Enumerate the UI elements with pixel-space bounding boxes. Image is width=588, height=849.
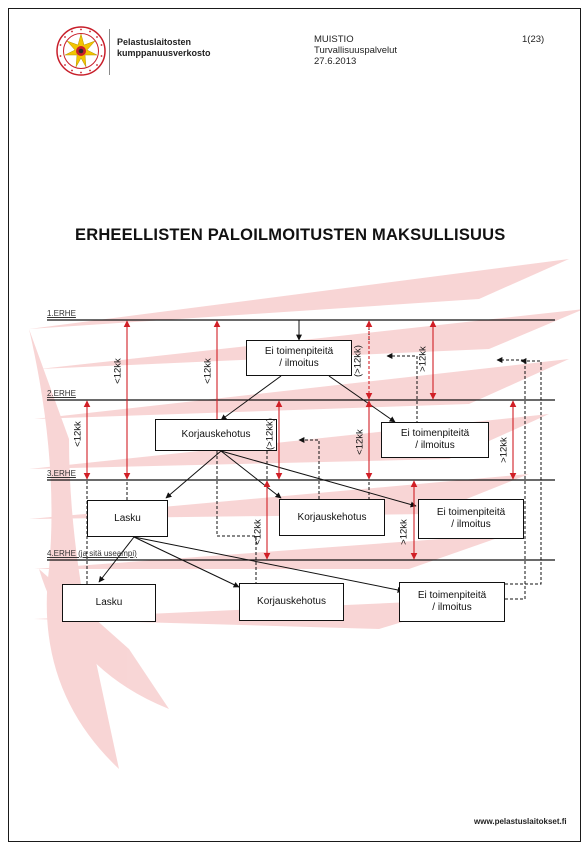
document-page: Pelastuslaitosten kumppanuusverkosto MUI… [8,8,581,842]
interval-label: (>12kk) [352,345,364,377]
box-correction-level4: Korjauskehotus [239,583,344,621]
interval-label: <12kk [354,429,366,455]
box-invoice-level4: Lasku [62,584,156,622]
interval-label: <12kk [112,358,124,384]
memo-info: MUISTIO Turvallisuuspalvelut 27.6.2013 [314,34,397,67]
interval-label: <12kk [252,519,264,545]
box-no-action-level3: Ei toimenpiteitä / ilmoitus [418,499,524,539]
website-link[interactable]: www.pelastuslaitokset.fi [474,817,567,826]
box-no-action-level1: Ei toimenpiteitä / ilmoitus [246,340,352,376]
interval-label: <12kk [72,421,84,447]
interval-label: <12kk [202,358,214,384]
box-no-action-level2: Ei toimenpiteitä / ilmoitus [381,422,489,458]
org-line-1: Pelastuslaitosten [117,37,192,47]
level-2-label: 2.ERHE [47,389,76,398]
pelastustoimi-logo [56,26,106,76]
document-title: ERHEELLISTEN PALOILMOITUSTEN MAKSULLISUU… [75,226,506,244]
organization-name: Pelastuslaitosten kumppanuusverkosto [117,37,211,59]
org-line-2: kumppanuusverkosto [117,48,211,58]
box-correction-level3: Korjauskehotus [279,499,385,536]
level-4-label: 4.ERHE (ja sitä useampi) [47,549,137,558]
interval-label: >12kk [398,519,410,545]
memo-unit: Turvallisuuspalvelut [314,45,398,56]
interval-label: >12kk [498,437,510,463]
level-1-label: 1.ERHE [47,309,76,318]
level-lines [47,319,555,561]
memo-date: 27.6.2013 [314,56,357,67]
interval-label: (>12kk) [264,418,276,450]
memo-type: MUISTIO [314,34,354,45]
logo-divider [109,29,110,75]
box-no-action-level4: Ei toimenpiteitä / ilmoitus [399,582,505,622]
level-3-label: 3.ERHE [47,469,76,478]
box-correction-level2: Korjauskehotus [155,419,277,451]
page-number: 1(23) [522,34,545,45]
interval-arrows [83,320,517,560]
flow-diagram [47,319,555,600]
box-invoice-level3: Lasku [87,500,168,537]
interval-label: >12kk [417,346,429,372]
